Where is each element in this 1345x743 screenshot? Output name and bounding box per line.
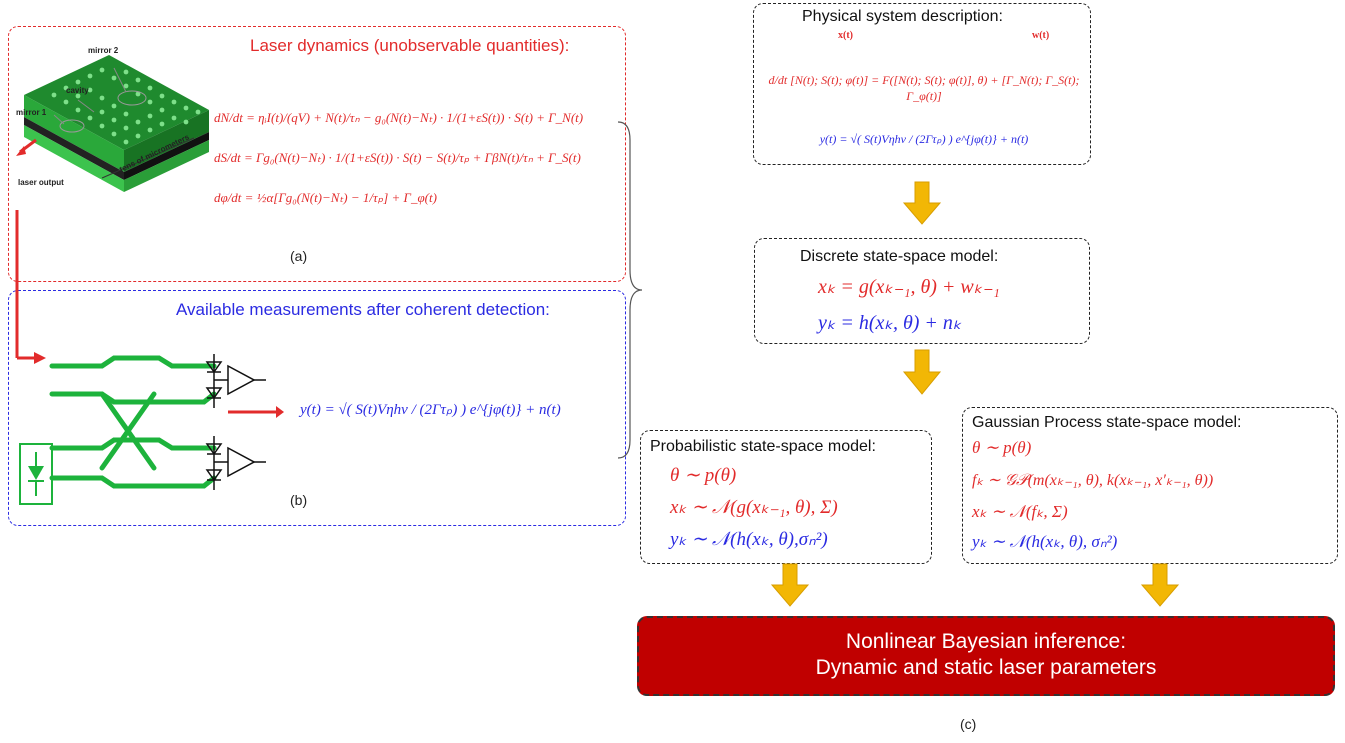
probabilistic-model-title: Probabilistic state-space model: <box>650 438 876 455</box>
arrow-discrete-to-models <box>902 349 942 395</box>
discrete-eq-state: xₖ = g(xₖ₋₁, θ) + wₖ₋₁ <box>818 276 1000 298</box>
label-laser-output: laser output <box>18 178 64 187</box>
rate-equation-phi: dφ/dt = ½α[Γg₀(N(t)−Nₜ) − 1/τₚ] + Γ_φ(t) <box>214 190 437 205</box>
rate-equation-n: dN/dt = ηᵢI(t)/(qV) + N(t)/τₙ − g₀(N(t)−… <box>214 110 584 125</box>
laser-chip-illustration <box>16 55 209 192</box>
arrow-prob-to-inference <box>770 563 810 607</box>
discrete-eq-measurement: yₖ = h(xₖ, θ) + nₖ <box>818 312 962 334</box>
physical-system-box <box>753 3 1091 165</box>
measurement-equation: y(t) = √( S(t)Vηhν / (2Γτₚ) ) e^{jφ(t)} … <box>819 132 1029 146</box>
label-cavity: cavity <box>66 86 89 95</box>
brace-label-w: w(t) <box>1032 30 1050 41</box>
inference-line-2: Dynamic and static laser parameters <box>815 656 1157 679</box>
arrow-physical-to-discrete <box>902 181 942 225</box>
measurement-equation-b: y(t) = √( S(t)Vηhν / (2Γτₚ) ) e^{jφ(t)} … <box>300 402 561 418</box>
prob-eq-prior: θ ∼ p(θ) <box>670 465 737 486</box>
inference-line-1: Nonlinear Bayesian inference: <box>845 630 1127 653</box>
prob-eq-measurement: yₖ ∼ 𝒩(h(xₖ, θ),σₙ²) <box>670 529 828 550</box>
gp-eq-prior: θ ∼ p(θ) <box>972 438 1032 457</box>
state-equation: d/dt [N(t); S(t); φ(t)] = F([N(t); S(t);… <box>768 73 1080 103</box>
gp-eq-measurement: yₖ ∼ 𝒩(h(xₖ, θ), σₙ²) <box>972 532 1118 551</box>
prob-eq-state: xₖ ∼ 𝒩(g(xₖ₋₁, θ), Σ) <box>670 497 838 518</box>
brace-label-x: x(t) <box>838 30 853 41</box>
arrow-gp-to-inference <box>1140 563 1180 607</box>
physical-system-title: Physical system description: <box>802 8 1003 25</box>
panel-b-caption: (b) <box>290 492 308 508</box>
gp-eq-state: xₖ ∼ 𝒩(fₖ, Σ) <box>972 502 1068 521</box>
discrete-model-title: Discrete state-space model: <box>800 248 999 265</box>
coherent-receiver-diagram <box>19 354 284 505</box>
panel-c-caption: (c) <box>960 716 977 732</box>
discrete-model-box <box>754 238 1090 344</box>
gaussian-model-box <box>962 407 1338 564</box>
panel-b-title: Available measurements after coherent de… <box>176 300 550 319</box>
gp-eq-function: fₖ ∼ 𝒢𝒫(m(xₖ₋₁, θ), k(xₖ₋₁, x′ₖ₋₁, θ)) <box>972 472 1214 489</box>
grouping-brace <box>617 121 643 459</box>
panel-b-box <box>8 290 626 526</box>
label-mirror-1: mirror 1 <box>16 108 47 117</box>
panel-a-box <box>8 26 626 282</box>
gaussian-model-title: Gaussian Process state-space model: <box>972 414 1242 431</box>
panel-a-title: Laser dynamics (unobservable quantities)… <box>250 36 570 55</box>
panel-a-caption: (a) <box>290 248 308 264</box>
label-mirror-2: mirror 2 <box>88 46 119 55</box>
bayesian-inference-box: Nonlinear Bayesian inference: Dynamic an… <box>637 616 1335 696</box>
rate-equation-s: dS/dt = Γg₀(N(t)−Nₜ) · 1/(1+εS(t)) · S(t… <box>214 150 581 165</box>
